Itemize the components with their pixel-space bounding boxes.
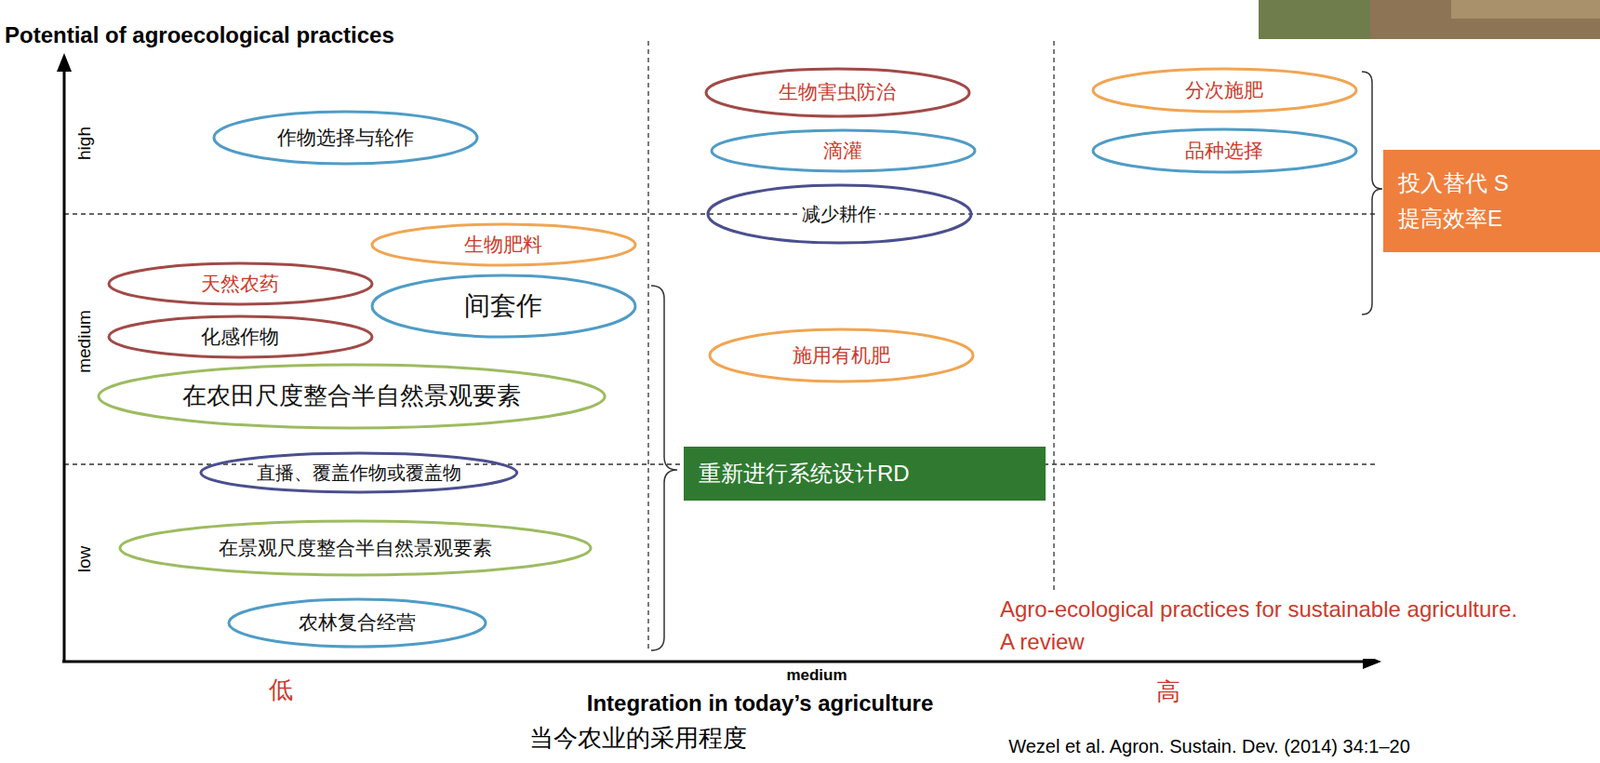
practice-ellipse: 化感作物 xyxy=(106,314,374,360)
practice-label: 施用有机肥 xyxy=(789,344,894,367)
photo-corner xyxy=(1258,0,1600,40)
practice-ellipse: 在农田尺度整合半自然景观要素 xyxy=(96,362,607,430)
practice-ellipse: 减少耕作 xyxy=(706,183,974,245)
axis-tick: 低 xyxy=(268,675,294,705)
y-axis-arrow xyxy=(56,53,72,72)
ellipse-outline xyxy=(711,130,975,172)
axis-title: 当今农业的采用程度 xyxy=(529,723,747,753)
ellipse-outline xyxy=(228,599,486,647)
practice-ellipse: 分次施肥 xyxy=(1091,66,1359,114)
ellipse-outline xyxy=(98,364,605,428)
practice-label: 减少耕作 xyxy=(799,203,880,226)
grid-divider xyxy=(1053,40,1054,652)
ellipse-outline xyxy=(706,68,970,117)
practice-ellipse: 在景观尺度整合半自然景观要素 xyxy=(118,519,593,577)
practice-label: 农林复合经营 xyxy=(295,611,419,634)
ellipse-outline xyxy=(213,111,478,164)
practice-label: 天然农药 xyxy=(198,272,282,295)
practice-ellipse: 滴灌 xyxy=(709,128,977,174)
axis-title: Integration in today’s agriculture xyxy=(586,690,934,718)
practice-label: 在景观尺度整合半自然景观要素 xyxy=(215,536,495,560)
axis-tick: medium xyxy=(786,666,847,685)
strategy-label: 提高效率E xyxy=(1398,200,1503,237)
practice-label: 生物肥料 xyxy=(461,233,546,256)
strategy-box: 重新进行系统设计RD xyxy=(683,446,1046,501)
source-note: Agro-ecological practices for sustainabl… xyxy=(1000,593,1521,659)
grid-divider xyxy=(64,213,1378,214)
strategy-box: 投入替代 S提高效率E xyxy=(1383,149,1600,253)
curly-brace xyxy=(1361,71,1383,315)
photo-corner xyxy=(1451,0,1600,19)
curly-brace xyxy=(651,285,678,651)
practice-ellipse: 天然农药 xyxy=(106,261,374,307)
ellipse-outline xyxy=(707,185,972,243)
photo-corner xyxy=(1258,0,1371,40)
y-axis xyxy=(63,66,67,663)
axis-tick: medium xyxy=(74,309,96,374)
practice-label: 作物选择与轮作 xyxy=(274,126,417,149)
practice-ellipse: 品种选择 xyxy=(1091,127,1359,174)
ellipse-outline xyxy=(200,453,518,493)
practice-label: 品种选择 xyxy=(1182,139,1267,162)
practice-ellipse: 生物肥料 xyxy=(370,222,638,267)
practice-label: 生物害虫防治 xyxy=(775,80,899,104)
grid-divider xyxy=(647,40,649,652)
practice-ellipse: 生物害虫防治 xyxy=(704,66,972,119)
citation: Wezel et al. Agron. Sustain. Dev. (2014)… xyxy=(1008,734,1411,758)
practice-ellipse: 直播、覆盖作物或覆盖物 xyxy=(199,451,520,494)
practice-label: 分次施肥 xyxy=(1182,79,1267,102)
practice-label: 在农田尺度整合半自然景观要素 xyxy=(179,382,524,411)
practice-ellipse: 间套作 xyxy=(370,273,638,339)
practice-ellipse: 农林复合经营 xyxy=(226,597,488,649)
practice-ellipse: 施用有机肥 xyxy=(707,327,975,384)
practice-label: 间套作 xyxy=(461,291,546,321)
ellipse-outline xyxy=(372,275,636,337)
axis-tick: 高 xyxy=(1156,677,1181,707)
strategy-label: 重新进行系统设计RD xyxy=(698,455,910,492)
axis-tick: low xyxy=(74,546,96,574)
ellipse-outline xyxy=(1093,68,1357,112)
x-axis xyxy=(62,660,1366,664)
ellipse-outline xyxy=(108,263,373,305)
strategy-label: 投入替代 S xyxy=(1398,165,1509,201)
practice-label: 化感作物 xyxy=(198,325,282,348)
axis-title: Potential of agroecological practices xyxy=(4,22,395,50)
practice-ellipse: 作物选择与轮作 xyxy=(212,109,480,166)
practice-label: 滴灌 xyxy=(820,139,866,162)
ellipse-outline xyxy=(108,316,373,358)
ellipse-outline xyxy=(709,329,974,382)
practice-label: 直播、覆盖作物或覆盖物 xyxy=(253,462,465,484)
ellipse-outline xyxy=(1093,129,1357,173)
ellipse-outline xyxy=(372,224,636,266)
ellipse-outline xyxy=(120,520,591,575)
axis-tick: high xyxy=(74,126,96,160)
